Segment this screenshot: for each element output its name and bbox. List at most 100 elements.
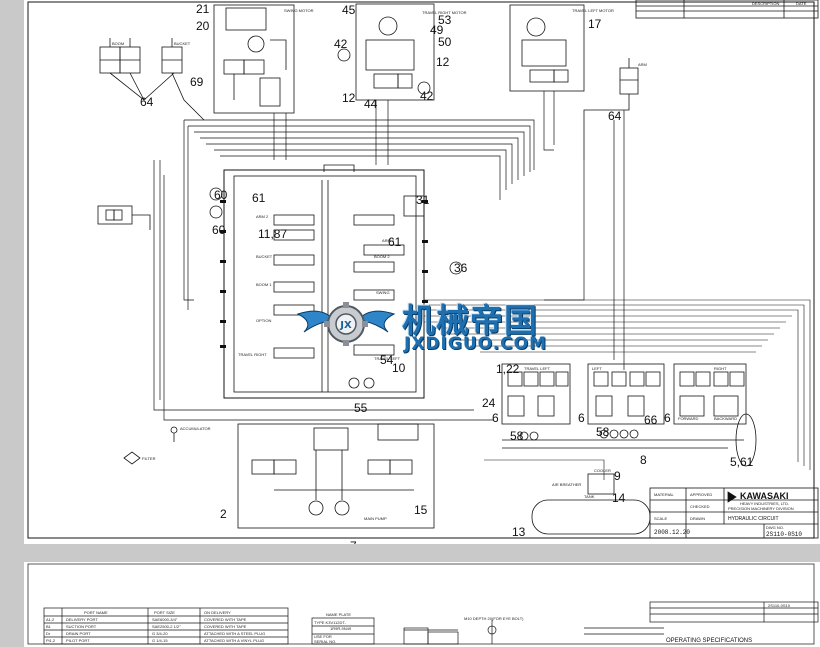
- callout-36: 36: [454, 261, 468, 275]
- spool-boom-2: BOOM 2: [374, 254, 390, 259]
- callout-12b: 12: [342, 91, 356, 105]
- port-sym: B1: [46, 624, 52, 629]
- swing-motor-label: SWING MOTOR: [284, 8, 314, 13]
- pump-outline: M10 DEPTH 20(FOR EYE BOLT): [403, 616, 664, 645]
- hose-lines: [153, 91, 625, 421]
- callout-42a: 42: [334, 37, 348, 51]
- bucket-label: BUCKET: [174, 41, 191, 46]
- port-name: DELIVERY PORT: [66, 617, 98, 622]
- callout-15: 15: [414, 503, 428, 517]
- drawing-date: 2008.12.20: [654, 529, 690, 536]
- approved-label: APPROVED: [690, 492, 712, 497]
- spool-travel-right: TRAVEL RIGHT: [238, 352, 267, 357]
- operating-spec-title: OPERATING SPECIFICATIONS: [666, 638, 752, 644]
- type-line-2: 1R9R-9N49: [330, 626, 352, 631]
- callout-1-22: 1,22: [496, 362, 520, 376]
- spool-boom-1: BOOM 1: [256, 282, 272, 287]
- spool-swing: SWING: [376, 290, 390, 295]
- callout-53: 53: [438, 13, 452, 27]
- callout-2: 2: [220, 507, 227, 521]
- spool-travel-left: TRAVEL LEFT: [374, 356, 401, 361]
- name-plate-title: NAME PLATE: [326, 612, 351, 617]
- callout-10: 10: [392, 361, 406, 375]
- spool-arm-1: ARM 1: [382, 238, 395, 243]
- name-plate: NAME PLATE TYPE K3V112DT- 1R9R-9N49 USE …: [311, 612, 375, 645]
- callout-5-61: 5,61: [730, 455, 754, 469]
- col-on-delivery: ON DELIVERY: [204, 610, 231, 615]
- company-sub: HEAVY INDUSTRIES, LTD.: [740, 501, 789, 506]
- port-delivery: COVERED WITH TAPE: [204, 617, 247, 622]
- serial-no-label: SERIAL NO.: [314, 639, 336, 644]
- drawing-number: 2S110-0S10: [766, 531, 802, 538]
- gear-wings-logo-icon: JX: [296, 302, 396, 346]
- callout-20: 20: [196, 19, 210, 33]
- callout-17: 17: [588, 17, 602, 31]
- callout-50: 50: [438, 35, 452, 49]
- bucket-cylinder: BUCKET: [161, 38, 191, 74]
- forward-label: FORWARD: [678, 416, 699, 421]
- title-block: KAWASAKI HEAVY INDUSTRIES, LTD. PRECISIO…: [649, 487, 819, 539]
- cooler-symbol: COOLER AIR BREATHER: [552, 468, 615, 495]
- callout-55: 55: [354, 401, 368, 415]
- callout-60a: 60: [214, 188, 228, 202]
- port-delivery: COVERED WITH TAPE: [204, 624, 247, 629]
- port-sym: A1,2: [46, 617, 55, 622]
- port-name: SUCTION PORT: [66, 624, 97, 629]
- arm-cylinder: ARM: [583, 58, 647, 160]
- callout-64a: 64: [140, 95, 154, 109]
- pilot-left-label: LEFT: [592, 366, 602, 371]
- travel-left-motor-unit: TRAVEL LEFT MOTOR: [509, 4, 614, 92]
- pump-spec-drawing: PORT NAME PORT SIZE ON DELIVERY A1,2 DEL…: [27, 563, 819, 645]
- air-breather-label: AIR BREATHER: [552, 482, 581, 487]
- rev-date-header: DATE: [796, 1, 807, 6]
- callout-31: 31: [416, 193, 430, 207]
- spool-bucket: BUCKET: [256, 254, 273, 259]
- checked-label: CHECKED: [690, 504, 710, 509]
- cylinder-lines: [109, 72, 205, 121]
- drawing-sheet-pump-spec: PORT NAME PORT SIZE ON DELIVERY A1,2 DEL…: [24, 562, 820, 647]
- port-size: SAE6000-3/4": [152, 617, 178, 622]
- drawing-sheet-hydraulic-circuit: DESCRIPTION DATE BOOM BUCKET ARM SWING M…: [24, 0, 820, 544]
- callouts: 21 20 45 53 49 50 42 12 12 42 44 17 69 6…: [140, 2, 754, 544]
- port-delivery: ATTACHED WITH A STEEL PLUG: [204, 631, 265, 636]
- port-name: DRAIN PORT: [66, 631, 91, 636]
- callout-61a: 61: [252, 191, 266, 205]
- drawing-title: HYDRAULIC CIRCUIT: [728, 516, 779, 522]
- tank-label: TANK: [584, 494, 595, 499]
- spool-arm-2: ARM 2: [256, 214, 269, 219]
- arm-label: ARM: [638, 62, 647, 67]
- type-line: TYPE K3V112DT-: [314, 620, 347, 625]
- callout-6c: 6: [664, 411, 671, 425]
- drawn-label: DRAWN: [690, 516, 705, 521]
- spec-drawing-no: 2S110-0S10: [768, 603, 791, 608]
- scale-label: SCALE: [654, 516, 667, 521]
- material-label: MATERIAL: [654, 492, 674, 497]
- callout-61b: 61: [388, 235, 402, 249]
- port-size: G 3/4-20: [152, 631, 168, 636]
- revision-block: DESCRIPTION DATE: [635, 0, 819, 19]
- pilot-valve-left: [97, 205, 151, 230]
- port-table: PORT NAME PORT SIZE ON DELIVERY A1,2 DEL…: [43, 607, 289, 645]
- boom-cylinders: BOOM: [99, 38, 141, 74]
- accumulator-symbol: ACCUMULATOR: [170, 426, 211, 442]
- callout-13: 13: [512, 525, 526, 539]
- company-name: KAWASAKI: [740, 491, 789, 501]
- use-for-label: USE FOR: [314, 634, 332, 639]
- site-watermark: JX 机械帝国 JXDIGUO.COM: [296, 292, 586, 364]
- callout-42b: 42: [420, 89, 434, 103]
- travel-pilot-label: TRAVEL LEFT: [524, 366, 551, 371]
- main-pump-label: MAIN PUMP: [364, 516, 387, 521]
- accumulator-label: ACCUMULATOR: [180, 426, 211, 431]
- callout-45: 45: [342, 3, 356, 17]
- gauges: [209, 187, 463, 389]
- filter-symbol: FILTER: [123, 451, 156, 465]
- bolt-note: M10 DEPTH 20(FOR EYE BOLT): [464, 616, 524, 621]
- travel-left-motor-label: TRAVEL LEFT MOTOR: [572, 8, 614, 13]
- callout-58a: 58: [510, 429, 524, 443]
- callout-24: 24: [482, 396, 496, 410]
- callout-12a: 12: [436, 55, 450, 69]
- main-pump-assembly: MAIN PUMP: [237, 423, 435, 529]
- sheet-border: [27, 1, 815, 539]
- port-sym: Dr: [46, 631, 51, 636]
- watermark-url: JXDIGUO.COM: [404, 334, 548, 354]
